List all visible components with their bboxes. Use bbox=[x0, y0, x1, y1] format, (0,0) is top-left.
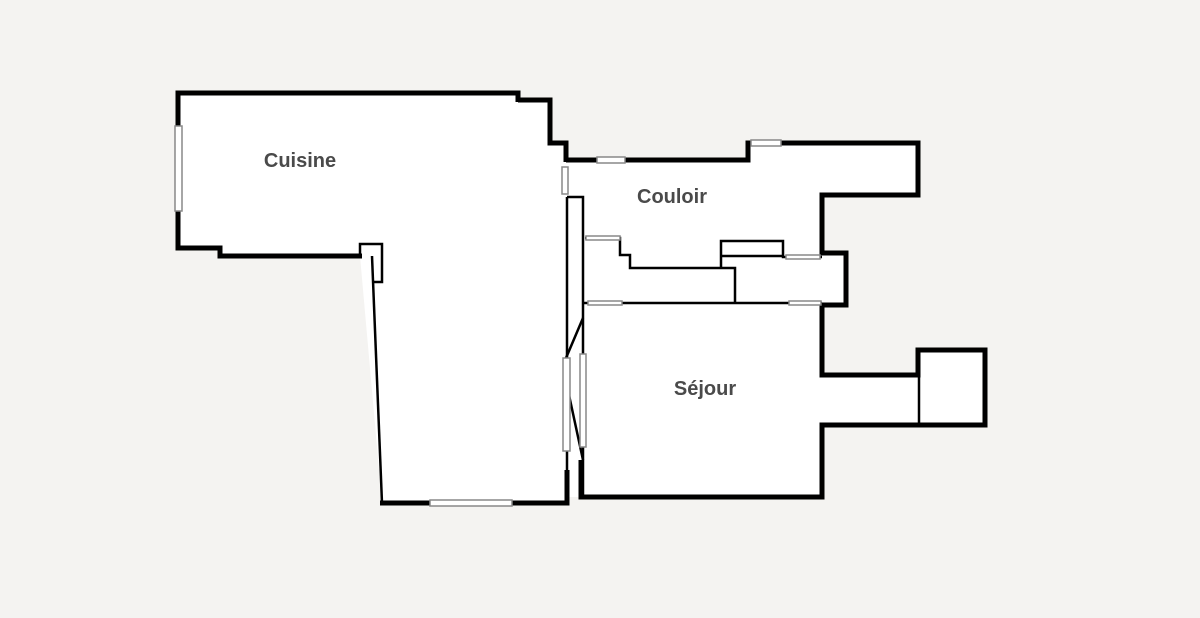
room-label-cuisine: Cuisine bbox=[264, 150, 336, 172]
cuisine-outer-wall bbox=[175, 90, 521, 259]
room-label-couloir: Couloir bbox=[637, 186, 707, 208]
door-storage bbox=[585, 235, 621, 241]
cuisine-slanted-wall bbox=[370, 255, 384, 504]
door-closet bbox=[785, 254, 821, 260]
window-couloir-top-1 bbox=[596, 156, 626, 164]
door-sejour-left bbox=[587, 300, 623, 306]
couloir-sejour-floor bbox=[566, 143, 985, 497]
window-cuisine-bottom bbox=[429, 499, 513, 507]
sliding-door-1 bbox=[562, 357, 571, 452]
sliding-door-2 bbox=[579, 353, 587, 448]
couloir-outer-wall bbox=[566, 140, 988, 500]
door-swing-top bbox=[564, 317, 585, 359]
window-couloir-top-2 bbox=[750, 139, 782, 147]
window-cuisine-left bbox=[174, 125, 183, 212]
floor-fill bbox=[178, 93, 985, 503]
cuisine-floor bbox=[178, 93, 566, 503]
cuisine-nook bbox=[358, 242, 384, 284]
door-sejour-right bbox=[788, 300, 822, 306]
door-swing-bottom bbox=[567, 394, 585, 461]
cuisine-right-wall bbox=[518, 97, 569, 162]
window-cuisine-right bbox=[561, 166, 569, 195]
room-label-sejour: Séjour bbox=[674, 378, 736, 400]
